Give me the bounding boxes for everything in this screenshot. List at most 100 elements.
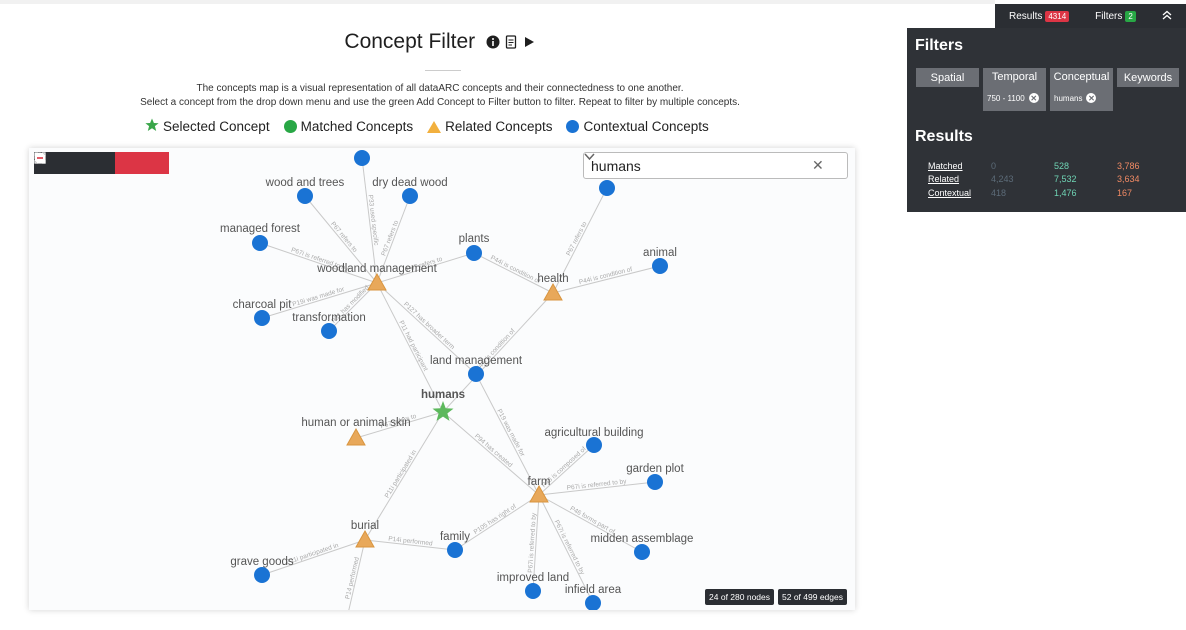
related-node[interactable] [529,484,549,503]
remove-button[interactable] [34,152,169,174]
legend-related: Related Concepts [427,119,552,134]
graph-edge[interactable] [361,157,378,284]
graph-edge[interactable] [475,373,540,496]
top-border [0,0,995,4]
graph-edge[interactable] [304,195,378,284]
contextual-node[interactable] [468,366,484,382]
contextual-node[interactable] [586,437,602,453]
graph-edge[interactable] [376,195,411,284]
results-value: 418 [991,187,1007,198]
concept-search-input[interactable] [584,157,804,174]
graph-edge[interactable] [328,282,378,332]
tab-results[interactable]: Results 4314 [995,10,1070,22]
contextual-node[interactable] [321,323,337,339]
layers-button[interactable] [35,152,142,174]
contextual-node[interactable] [634,544,650,560]
graph-edge[interactable] [376,282,444,413]
title-row: Concept Filter [0,30,880,54]
results-value: 3,634 [1117,174,1140,185]
graph-edge[interactable] [261,282,378,319]
edge-label: P67i is referred to by [527,512,538,573]
star-icon [145,118,159,135]
contextual-node[interactable] [647,474,663,490]
graph-edge[interactable] [376,282,477,375]
graph-edge[interactable] [442,292,554,413]
graph-edge[interactable] [552,265,661,294]
filter-tab-conceptual[interactable]: Conceptual [1050,68,1113,111]
legend-matched: Matched Concepts [283,119,413,134]
contextual-node[interactable] [447,542,463,558]
graph-edge[interactable] [364,539,456,551]
zoom-out-button[interactable] [34,152,88,174]
related-node[interactable] [543,282,563,301]
contextual-node[interactable] [585,595,601,610]
graph-edge[interactable] [261,539,366,576]
results-row-link[interactable]: Contextual [928,187,972,198]
node-label: burial [351,520,379,532]
node-label: infield area [565,584,622,596]
concept-search-select[interactable]: ✕ [583,152,848,179]
node-label: wood and trees [265,177,345,189]
graph-edge[interactable] [473,252,554,294]
node-label: midden assemblage [591,533,694,545]
filter-tab-temporal[interactable]: Temporal [983,68,1046,111]
contextual-node[interactable] [525,583,541,599]
collapse-icon[interactable] [1162,10,1172,23]
results-value: 528 [1054,160,1070,171]
selected-node[interactable] [432,401,454,421]
contextual-node[interactable] [402,188,418,204]
title-icons [486,35,536,49]
graph-edge[interactable] [454,494,540,551]
graph-edge[interactable] [532,494,540,592]
graph-edge[interactable] [376,252,475,284]
fit-screen-button[interactable] [34,152,115,174]
node-label: managed forest [220,223,301,235]
contextual-node[interactable] [254,567,270,583]
graph-edge[interactable] [355,411,444,439]
contextual-node[interactable] [466,245,482,261]
contextual-node[interactable] [297,188,313,204]
graph-edge[interactable] [347,539,366,610]
results-value: 3,786 [1117,160,1140,171]
graph-edge[interactable] [552,187,608,294]
graph-edge[interactable] [442,411,540,496]
graph-edge[interactable] [538,494,643,553]
document-icon[interactable] [504,35,518,49]
related-node[interactable] [367,272,387,291]
edge-label: P67 refers to [329,221,358,254]
contextual-node[interactable] [254,310,270,326]
tab-filters[interactable]: Filters 2 [1069,10,1136,22]
graph-edge[interactable] [364,411,444,541]
filter-tab-keywords[interactable]: Keywords [1117,68,1179,87]
contextual-node[interactable] [652,258,668,274]
info-icon[interactable] [486,35,500,49]
results-value: 167 [1117,187,1133,198]
filter-tab-spatial[interactable]: Spatial [916,68,979,87]
graph-edge[interactable] [538,444,595,496]
legend-label: Selected Concept [163,119,270,134]
graph-edge[interactable] [259,242,378,284]
results-row-link[interactable]: Matched [928,160,963,171]
results-value: 0 [991,160,997,171]
filters-heading: Filters [915,37,964,54]
clear-icon[interactable]: ✕ [812,157,824,173]
chip-label: 750 - 1100 [987,93,1025,103]
filters-results-panel: Filters Spatial Temporal Conceptual Keyw… [907,28,1186,212]
related-node[interactable] [355,529,375,548]
contextual-node[interactable] [252,235,268,251]
panel-tabs: Results 4314 Filters 2 [995,4,1186,28]
remove-chip-icon[interactable]: ✕ [1086,93,1097,103]
contextual-node[interactable] [354,150,370,166]
node-label: health [537,273,568,285]
graph-edge[interactable] [538,494,594,604]
play-icon[interactable] [522,35,536,49]
contextual-node[interactable] [599,180,615,196]
remove-chip-icon[interactable]: ✕ [1028,93,1039,103]
graph-edge[interactable] [538,481,656,496]
related-node[interactable] [346,427,366,446]
results-row-link[interactable]: Related [928,174,960,185]
node-label: land management [430,355,523,367]
results-row: Contextual 418 1,476 167 [928,186,1177,200]
